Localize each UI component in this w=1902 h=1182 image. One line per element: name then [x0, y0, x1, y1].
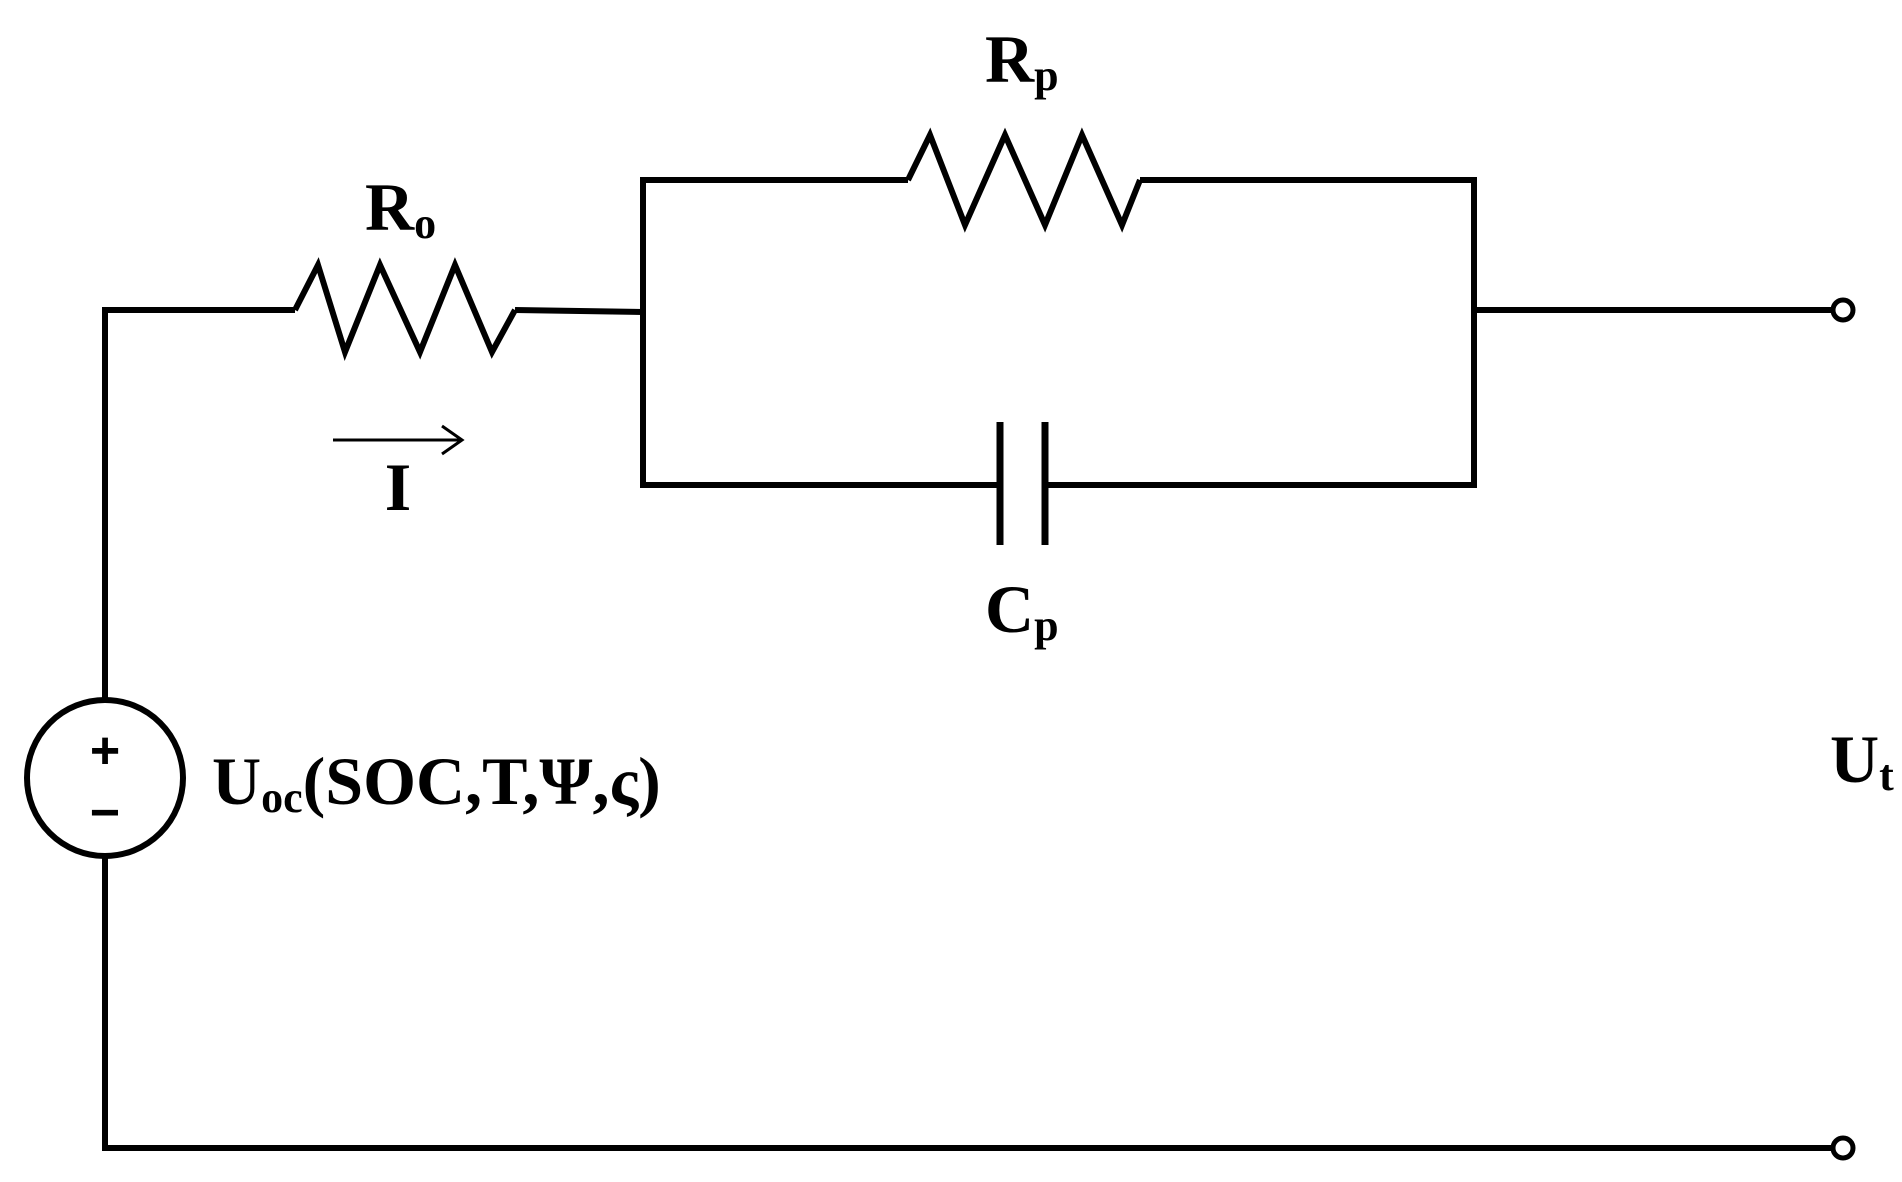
- current-arrow: [333, 424, 465, 456]
- label-uoc: Uoc(SOC,T,Ψ,ς): [212, 743, 661, 822]
- label-rp: Rp: [985, 21, 1059, 100]
- resistor-rp: [905, 127, 1143, 233]
- source-plus-sign: +: [90, 722, 120, 780]
- voltage-source: [24, 697, 186, 859]
- terminal-bottom: [1830, 1135, 1856, 1161]
- label-ut: Ut: [1830, 721, 1894, 800]
- wire-return-bottom: [102, 855, 1833, 1151]
- wire-left-top: [102, 307, 295, 700]
- label-cp: Cp: [985, 571, 1059, 650]
- label-current: I: [385, 449, 411, 525]
- terminal-top: [1830, 297, 1856, 323]
- resistor-ro: [292, 257, 518, 361]
- label-ro: Ro: [365, 169, 436, 248]
- wire-ro-to-parallel: [514, 307, 644, 315]
- source-minus-sign: −: [90, 784, 120, 842]
